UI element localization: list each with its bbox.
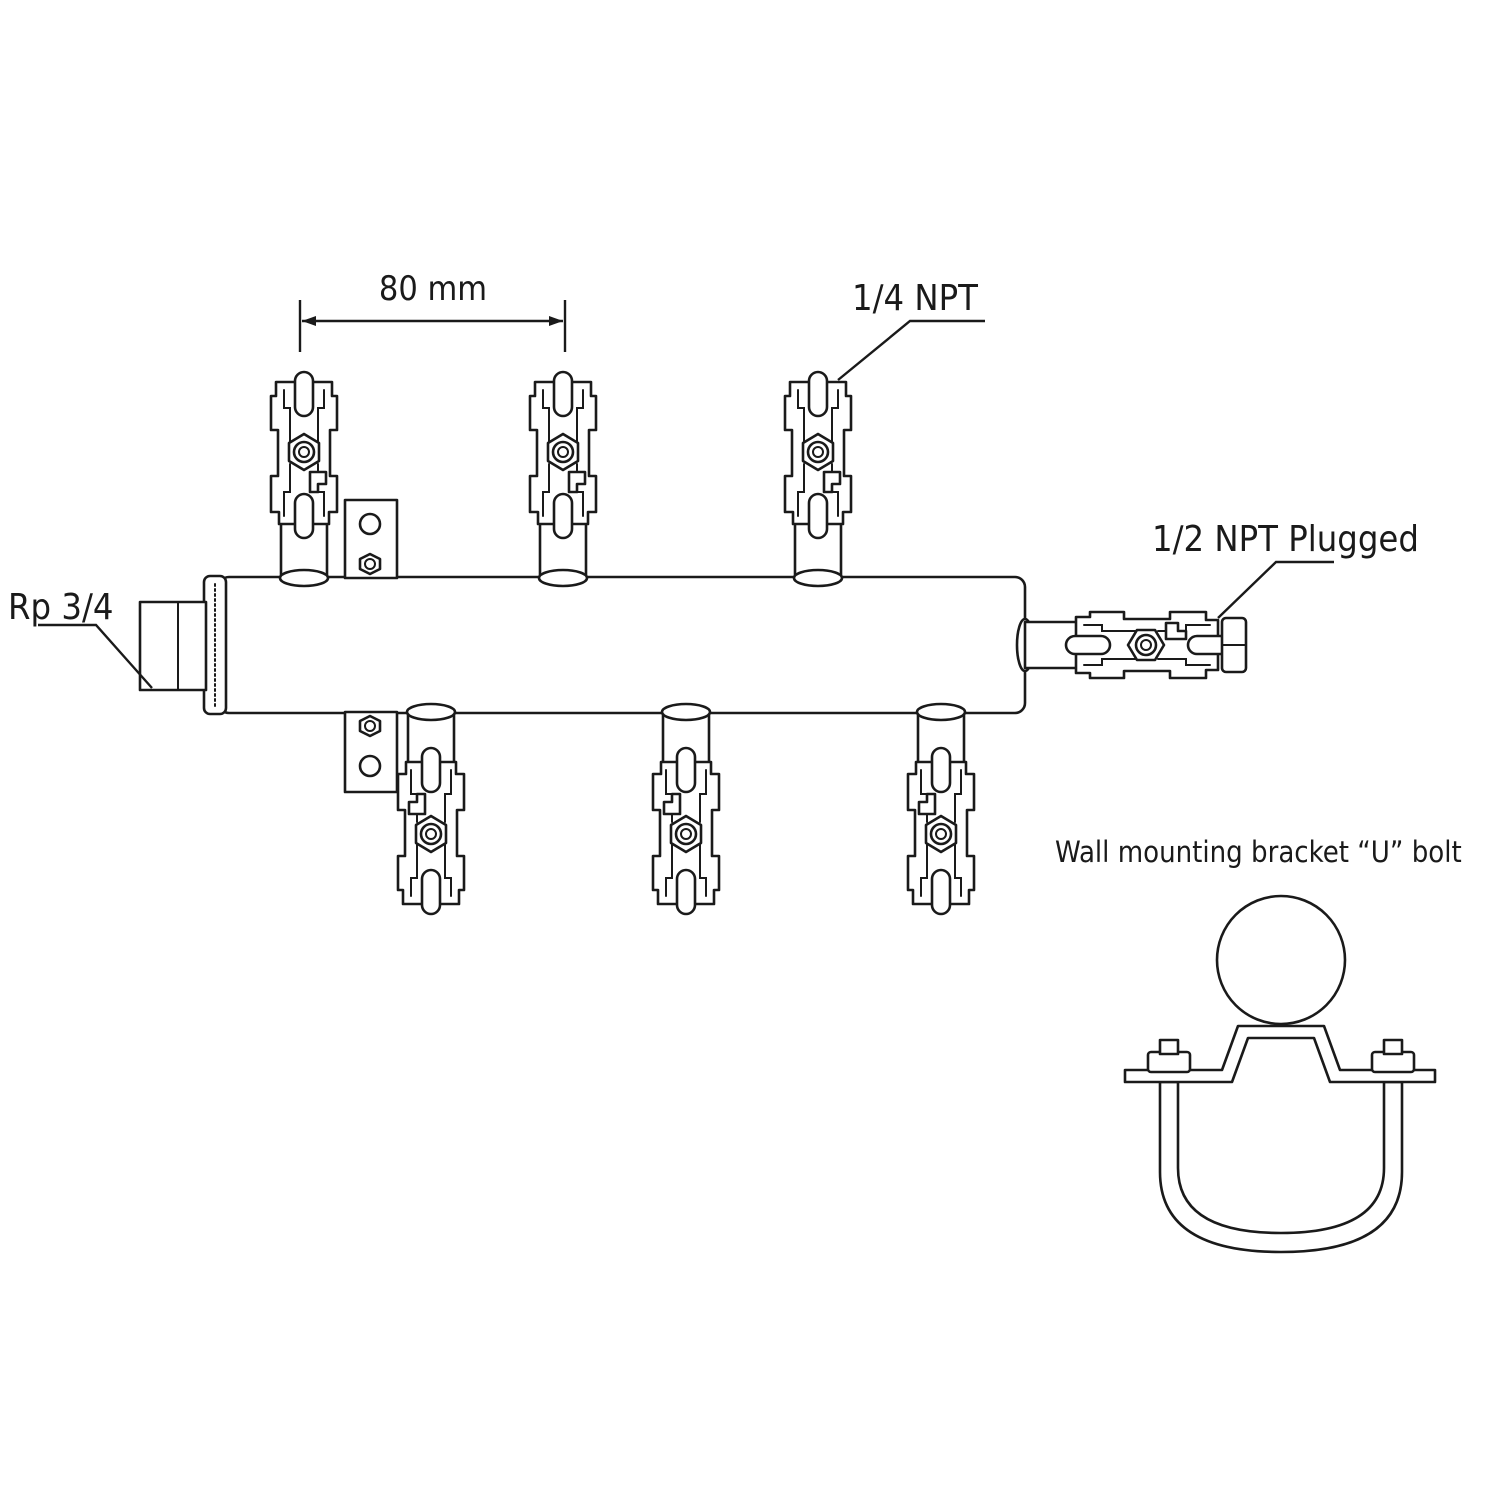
outlet-thread-label: 1/4 NPT bbox=[852, 278, 978, 319]
top-outlet-3 bbox=[783, 370, 853, 588]
manifold-header-pipe bbox=[202, 574, 1027, 716]
u-bolt-bracket-detail bbox=[1123, 894, 1437, 1254]
dimension-80mm bbox=[298, 300, 567, 352]
mounting-bracket-upper bbox=[343, 498, 399, 580]
bracket-caption: Wall mounting bracket “U” bolt bbox=[1055, 835, 1462, 869]
inlet-nipple bbox=[138, 600, 208, 692]
leader-outlet-thread bbox=[837, 319, 985, 381]
bottom-outlet-2 bbox=[651, 702, 721, 916]
leader-inlet-thread bbox=[38, 623, 153, 689]
top-outlet-2 bbox=[528, 370, 598, 588]
bottom-outlet-1 bbox=[396, 702, 466, 916]
top-outlet-1 bbox=[269, 370, 339, 588]
mounting-bracket-lower bbox=[343, 710, 399, 794]
bottom-outlet-3 bbox=[906, 702, 976, 916]
leader-end-plug bbox=[1217, 560, 1334, 619]
dimension-label: 80 mm bbox=[379, 269, 487, 309]
end-plug-valve bbox=[1015, 610, 1248, 680]
inlet-thread-label: Rp 3/4 bbox=[8, 587, 113, 628]
end-plug-label: 1/2 NPT Plugged bbox=[1152, 519, 1419, 560]
